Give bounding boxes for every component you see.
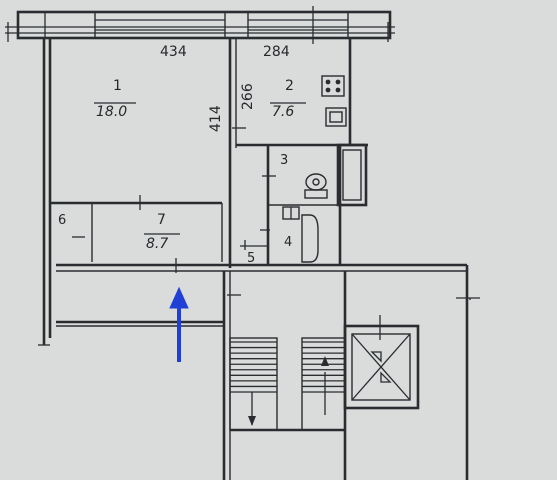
dimension-kitchen-vertical: 266	[240, 83, 256, 110]
toilet-icon	[304, 173, 328, 199]
stair-steps-left	[230, 341, 277, 393]
sink-icon	[325, 107, 347, 127]
room-7-area: 8.7	[146, 236, 168, 252]
apartment-walls	[38, 38, 469, 480]
room-6-number: 6	[58, 213, 66, 228]
room-3-number: 3	[280, 153, 288, 168]
room-1-area: 18.0	[96, 104, 127, 120]
stove-icon	[321, 75, 345, 97]
room-7-number: 7	[157, 212, 166, 228]
room-2-area: 7.6	[272, 104, 294, 120]
dimension-hall-vertical: 414	[208, 105, 224, 132]
washbasin-icon	[282, 206, 319, 263]
elevator-icon	[343, 315, 420, 410]
room-5-number: 5	[247, 251, 255, 266]
dimension-top-left: 434	[160, 44, 187, 60]
window-left	[94, 11, 226, 39]
entrance-arrow-icon	[169, 286, 189, 362]
room-1-number: 1	[113, 78, 122, 94]
stair-steps-right	[302, 341, 345, 393]
bathtub-icon	[336, 143, 368, 207]
stairwell	[222, 271, 347, 480]
top-facade	[5, 6, 395, 44]
window-right	[247, 11, 349, 39]
door-marks	[72, 127, 480, 300]
dimension-top-right: 284	[263, 44, 290, 60]
room-4-number: 4	[284, 235, 292, 250]
stair-arrow-icon	[248, 356, 329, 426]
room-2-number: 2	[285, 78, 294, 94]
